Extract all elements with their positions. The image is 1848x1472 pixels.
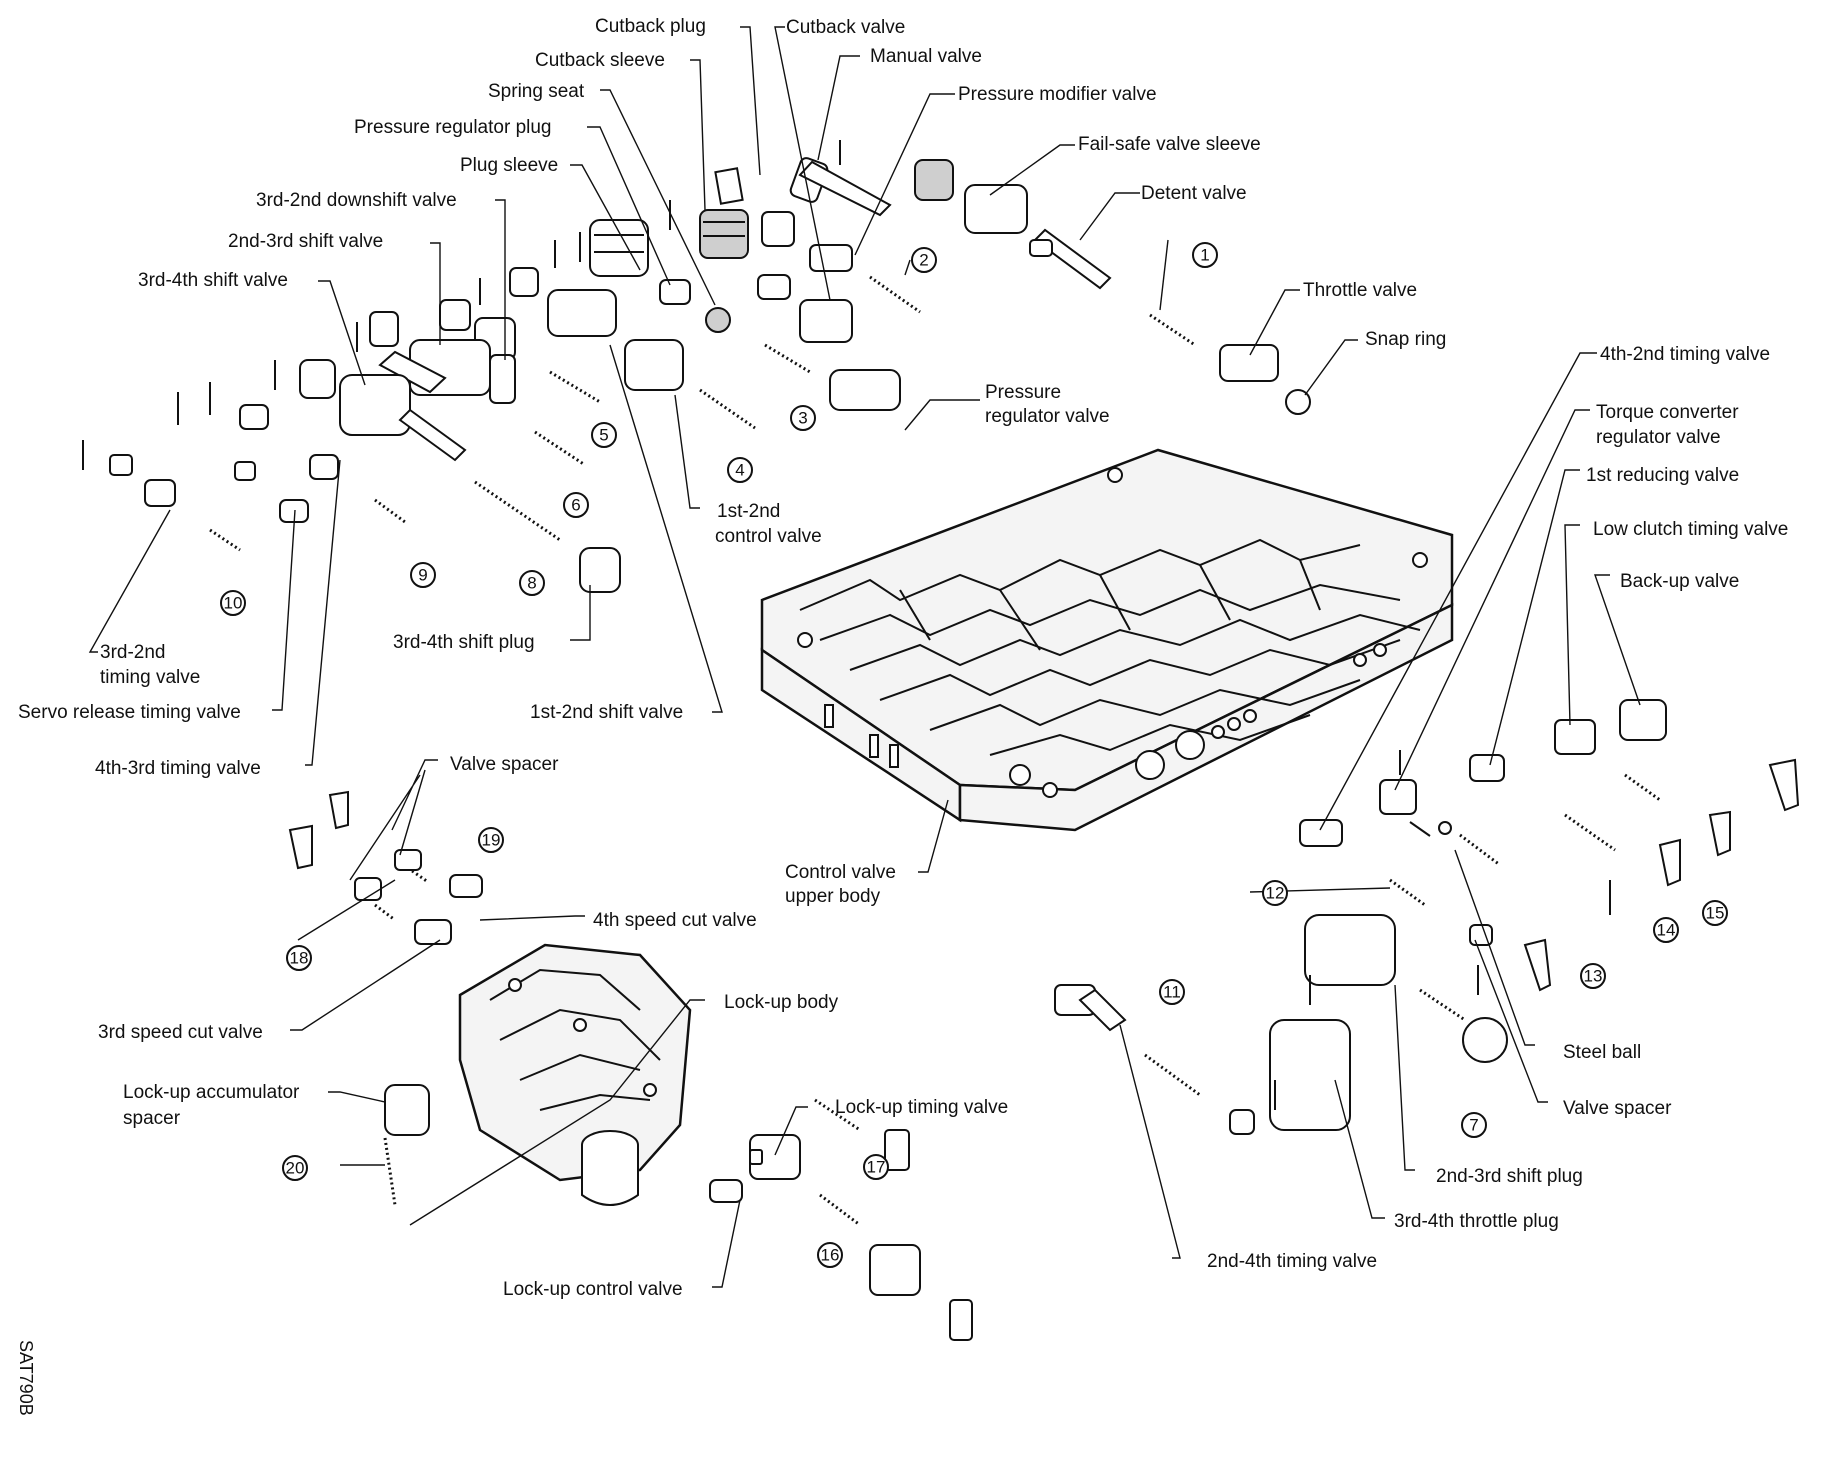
label-3rd-4th-shift-plug: 3rd-4th shift plug [393,632,535,653]
leader-lines [88,26,1641,1288]
label-4th-2nd-timing-valve: 4th-2nd timing valve [1600,344,1770,365]
callout-16: 16 [817,1242,843,1268]
callout-12-text: 12 [1266,884,1285,903]
callout-15: 15 [1702,900,1728,926]
callouts: 1 2 3 4 5 6 7 8 9 10 11 12 13 14 15 16 1… [220,242,1728,1268]
callout-15-text: 15 [1706,904,1725,923]
label-lock-up-body: Lock-up body [724,992,839,1013]
label-3rd-speed-cut-valve: 3rd speed cut valve [98,1022,263,1043]
callout-11: 11 [1159,979,1185,1005]
label-manual-valve: Manual valve [870,46,982,67]
callout-13: 13 [1580,963,1606,989]
control-valve-upper-body [760,448,1454,832]
label-fail-safe-valve-sleeve: Fail-safe valve sleeve [1078,134,1261,155]
callout-18-text: 18 [290,949,309,968]
label-torque-converter-1: Torque converter [1596,402,1739,423]
label-lock-up-control-valve: Lock-up control valve [503,1279,683,1300]
callout-19-text: 19 [482,831,501,850]
callout-5-text: 5 [599,426,608,445]
label-valve-spacer-top: Valve spacer [450,754,559,775]
callout-12: 12 [1262,880,1288,906]
callout-14-text: 14 [1657,921,1676,940]
callout-5: 5 [591,422,617,448]
part-labels: Cutback plug Cutback valve Cutback sleev… [18,16,1788,1300]
callout-10: 10 [220,590,246,616]
label-control-valve-upper-1: Control valve [785,862,896,883]
label-lock-up-timing-valve: Lock-up timing valve [835,1097,1008,1118]
lock-up-body [458,943,692,1206]
callout-9: 9 [410,562,436,588]
label-1st-2nd-control-a: 1st-2nd [717,501,780,522]
callout-3-text: 3 [798,409,807,428]
callout-1: 1 [1192,242,1218,268]
callout-13-text: 13 [1584,967,1603,986]
callout-16-text: 16 [821,1246,840,1265]
callout-9-text: 9 [418,566,427,585]
callout-4-text: 4 [735,461,744,480]
label-lock-up-accumulator-1: Lock-up accumulator [123,1082,300,1103]
callout-18: 18 [286,945,312,971]
callout-8-text: 8 [527,574,536,593]
label-pressure-regulator-plug: Pressure regulator plug [354,117,552,138]
callout-8: 8 [519,570,545,596]
label-3rd-2nd-timing-b: timing valve [100,667,200,688]
label-torque-converter-2: regulator valve [1596,427,1721,448]
callout-2-text: 2 [919,251,928,270]
label-1st-reducing-valve: 1st reducing valve [1586,465,1739,486]
callout-3: 3 [790,405,816,431]
callout-19: 19 [478,827,504,853]
callout-1-text: 1 [1200,246,1209,265]
label-valve-spacer-right: Valve spacer [1563,1098,1672,1119]
callout-4: 4 [727,457,753,483]
callout-11-text: 11 [1163,983,1181,1002]
label-3rd-4th-shift-valve: 3rd-4th shift valve [138,270,288,291]
label-1st-2nd-shift-valve: 1st-2nd shift valve [530,702,683,723]
label-3rd-2nd-downshift-valve: 3rd-2nd downshift valve [256,190,457,211]
callout-7: 7 [1461,1112,1487,1138]
label-2nd-3rd-shift-valve: 2nd-3rd shift valve [228,231,383,252]
label-steel-ball: Steel ball [1563,1042,1641,1063]
label-servo-release-timing-valve: Servo release timing valve [18,702,241,723]
label-3rd-4th-throttle-plug: 3rd-4th throttle plug [1394,1211,1559,1232]
callout-6-text: 6 [571,496,580,515]
callout-6: 6 [563,492,589,518]
figure-code: SAT790B [16,1340,36,1416]
label-detent-valve: Detent valve [1141,183,1247,204]
callout-14: 14 [1653,917,1679,943]
label-3rd-2nd-timing-a: 3rd-2nd [100,642,166,663]
label-control-valve-upper-2: upper body [785,886,881,907]
label-cutback-plug: Cutback plug [595,16,706,37]
label-throttle-valve: Throttle valve [1303,280,1417,301]
label-2nd-4th-timing-valve: 2nd-4th timing valve [1207,1251,1377,1272]
label-4th-3rd-timing-valve: 4th-3rd timing valve [95,758,261,779]
springs [209,275,1661,1227]
callout-20: 20 [282,1155,308,1181]
label-4th-speed-cut-valve: 4th speed cut valve [593,910,757,931]
callout-20-text: 20 [286,1159,305,1178]
label-cutback-sleeve: Cutback sleeve [535,50,665,71]
label-pressure-modifier-valve: Pressure modifier valve [958,84,1157,105]
label-lock-up-accumulator-2: spacer [123,1108,181,1129]
callout-2: 2 [911,247,937,273]
label-plug-sleeve: Plug sleeve [460,155,558,176]
label-pressure-regulator-valve-1: Pressure [985,382,1061,403]
label-cutback-valve: Cutback valve [786,17,905,38]
valve-parts [82,140,1800,1341]
label-spring-seat: Spring seat [488,81,585,102]
label-2nd-3rd-shift-plug: 2nd-3rd shift plug [1436,1166,1583,1187]
label-1st-2nd-control-b: control valve [715,526,822,547]
label-snap-ring: Snap ring [1365,329,1446,350]
callout-17: 17 [863,1154,889,1180]
callout-17-text: 17 [867,1158,886,1177]
label-pressure-regulator-valve-2: regulator valve [985,406,1110,427]
callout-7-text: 7 [1469,1116,1478,1135]
label-low-clutch-timing-valve: Low clutch timing valve [1593,519,1788,540]
label-back-up-valve: Back-up valve [1620,571,1739,592]
callout-10-text: 10 [224,594,243,613]
